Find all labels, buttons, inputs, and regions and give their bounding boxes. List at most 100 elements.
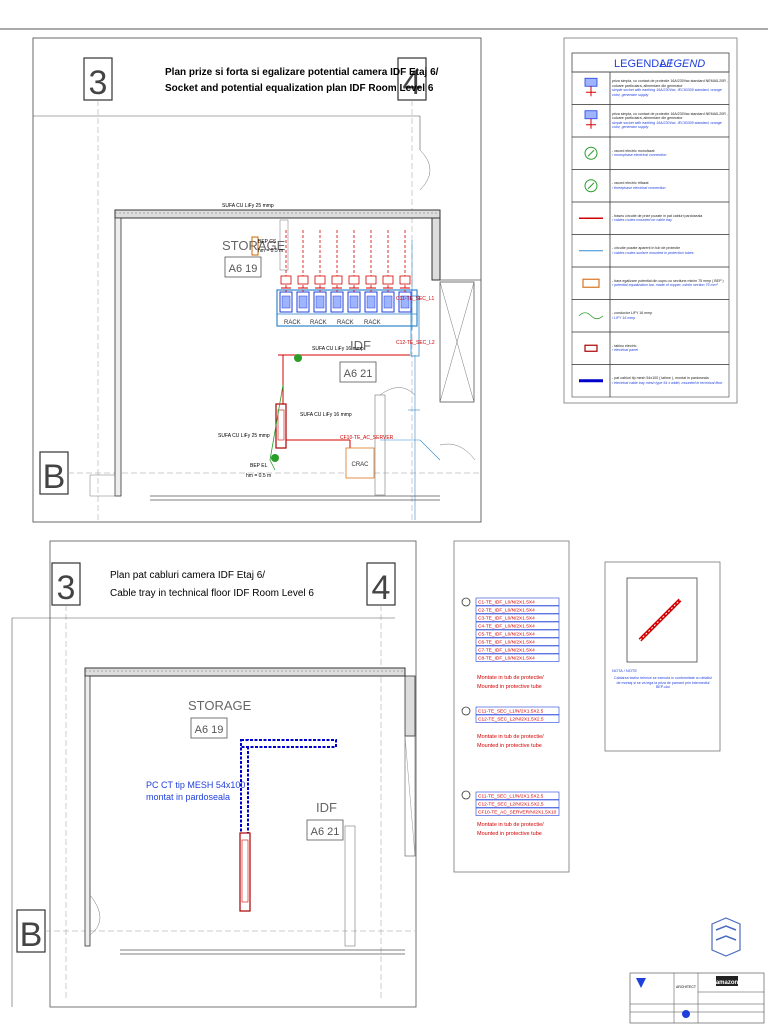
detail-note-title: NOTA / NOTE: [612, 668, 637, 673]
electrical-panel-icon: [584, 344, 598, 352]
socket-generator-icon: [584, 77, 598, 97]
legend-item-text: - racord electric monofazat / monophase …: [612, 148, 667, 158]
storage-code: A6 19: [229, 263, 258, 275]
socket-icon: [280, 275, 292, 285]
circuit-cf10-label: CF10-TE_AC_SERVER: [340, 435, 394, 441]
socket-icon: [331, 275, 343, 285]
cable-label-box: [475, 653, 560, 662]
cable-note-en-2: Mounted in protective tube: [477, 743, 542, 749]
detail-note-text: Cablarea tavilor tehnice se executa in c…: [614, 676, 712, 690]
lify-conductor-icon: [578, 312, 604, 320]
idf-label: IDF: [350, 338, 371, 353]
legend-title-en: LEGEND: [660, 58, 705, 70]
bep-el-height: hm = 0.5 m: [246, 473, 271, 479]
legend-item-text: - traseu circuite de prize pozate in pat…: [612, 213, 703, 223]
socket-plan-level6: 3 4 B Plan prize si forta si egalizare p…: [32, 37, 482, 523]
architect-label: ARCHITECT: [676, 985, 697, 989]
plan2-grid-axis-3: 3: [57, 569, 76, 607]
socket-icon: [348, 275, 360, 285]
cable-tray-plan-level6: 3 4 B Plan pat cabluri camera IDF Etaj 6…: [11, 540, 417, 1008]
sufa-idf-label: SUFA CU LiFy 16 mmp: [312, 346, 364, 352]
grid-axis-4: 4: [403, 64, 422, 102]
plan2-grid-axis-4: 4: [372, 569, 391, 607]
legend-item-text: - bara egalizare potential din cupru cu …: [612, 278, 724, 288]
legend-item-text: - pat cabluri tip mesh 54x100 ( latime )…: [612, 376, 723, 385]
rack-label-3: RACK: [337, 320, 354, 326]
cable-label: C7-TE_IDF_L0/N/2X1.5X4: [478, 648, 535, 654]
cable-label: C3-TE_IDF_L0/N/2X1.5X4: [478, 616, 535, 622]
socket-icon: [399, 275, 411, 285]
cable-note-en-1: Mounted in protective tube: [477, 684, 542, 690]
legend-item-text: - tablou electric / electrical panel: [612, 343, 638, 353]
tray-spec-line2: montat in pardoseala: [146, 792, 230, 802]
grid-axis-3: 3: [89, 64, 108, 102]
cable-label-box: [475, 605, 560, 614]
cable-list-panel: C1-TE_IDF_L0/N/2X1.5X4C2-TE_IDF_L0/N/2X1…: [453, 540, 570, 873]
cable-label-box: [475, 629, 560, 638]
legend-title-ro: LEGENDA /: [614, 58, 673, 70]
sufa-low-label: SUFA CU LiFy 25 mmp: [218, 433, 270, 439]
cable-label: C2-TE_IDF_L0/N/2X1.5X4: [478, 608, 535, 614]
cable-label: C4-TE_IDF_L0/N/2X1.5X4: [478, 624, 535, 630]
cable-group-2: C11-TE_SEC_L1/N/2X1.5X2.5C12-TE_SEC_L2/N…: [475, 706, 560, 723]
cable-label: CF10-TE_AC_SERVER/N/2X1.5X10: [478, 810, 557, 816]
cable-label-box: [475, 597, 560, 606]
cable-group-3: C11-TE_SEC_L1/N/2X1.5X2.5C12-TE_SEC_L2/N…: [475, 791, 560, 816]
circuit-c12-label: C12-TE_SEC_L2: [396, 340, 435, 346]
socket-icon: [365, 275, 377, 285]
rack-label-4: RACK: [364, 320, 381, 326]
client-logo: amazon: [716, 980, 739, 986]
legend-item-text: - racord electric trifazat / threephase …: [612, 181, 666, 190]
crac-unit: CRAC: [351, 462, 369, 468]
plan2-grid-axis-b: B: [20, 916, 43, 954]
plan1-title-ro: Plan prize si forta si egalizare potenti…: [165, 67, 439, 78]
bep-cs-label: BEP CS: [258, 239, 277, 245]
cable-label-box: [475, 791, 560, 800]
legend-item-text: priza simpla, cu contact de protectie 16…: [612, 79, 728, 97]
storage-label: STORAGE: [222, 238, 286, 253]
legend-panel: LEGENDA / LEGEND priza simpla, cu contac…: [563, 37, 738, 404]
cable-label-box: [475, 799, 560, 808]
tray-spec-line1: PC CT tip MESH 54x100: [146, 780, 245, 790]
socket-generator-icon: [584, 110, 598, 129]
title-block: ARCHITECT amazon: [629, 972, 765, 1024]
threephase-connection-icon: [584, 179, 598, 193]
socket-row: [280, 230, 411, 292]
cable-label: C1-TE_IDF_L0/N/2X1.5X4: [478, 600, 535, 606]
cable-label-box: [475, 645, 560, 654]
plan2-title-ro: Plan pat cabluri camera IDF Etaj 6/: [110, 570, 265, 581]
cable-label: C11-TE_SEC_L1/N/2X1.5X2.5: [478, 709, 544, 715]
rack-label-1: RACK: [284, 320, 301, 326]
cable-group-1: C1-TE_IDF_L0/N/2X1.5X4C2-TE_IDF_L0/N/2X1…: [475, 597, 560, 662]
cable-label-box: [475, 613, 560, 622]
socket-icon: [297, 275, 309, 285]
plan2-storage-label: STORAGE: [188, 698, 252, 713]
rack-row: [279, 291, 412, 313]
circuit-c11-label: C11-TE_SEC_L1: [396, 296, 434, 302]
cable-note-en-3: Mounted in protective tube: [477, 831, 542, 837]
cable-label: C12-TE_SEC_L2/N/2X1.5X2.5: [478, 802, 544, 808]
rack-label-2: RACK: [310, 320, 327, 326]
cable-label: C8-TE_IDF_L0/N/2X1.5X4: [478, 656, 535, 662]
legend-item-text: priza simpla, cu contact de protectie 16…: [612, 111, 728, 130]
detail-panel: NOTA / NOTE Cablarea tavilor tehnice se …: [604, 561, 721, 752]
cable-note-ro-2: Montate in tub de protectie/: [477, 734, 544, 740]
plan1-title-en: Socket and potential equalization plan I…: [165, 83, 434, 94]
socket-icon: [314, 275, 326, 285]
cable-label: C6-TE_IDF_L0/N/2X1.5X4: [478, 640, 535, 646]
plan2-title-en: Cable tray in technical floor IDF Room L…: [110, 588, 314, 599]
cable-label-box: [475, 807, 560, 816]
plan2-idf-code: A6 21: [311, 826, 340, 838]
bep-el-label: BEP EL: [250, 463, 268, 469]
plan2-idf-label: IDF: [316, 800, 337, 815]
cable-label: C5-TE_IDF_L0/N/2X1.5X4: [478, 632, 535, 638]
socket-icon: [382, 275, 394, 285]
bep-cs-height: hm = 0.5 m: [258, 248, 283, 254]
cable-label-box: [475, 706, 560, 715]
cable-label-box: [475, 714, 560, 723]
cable-label: C11-TE_SEC_L1/N/2X1.5X2.5: [478, 794, 544, 800]
cable-label-box: [475, 621, 560, 630]
sufa-mid-label: SUFA CU LiFy 16 mmp: [300, 412, 352, 418]
cable-label: C12-TE_SEC_L2/N/2X1.5X2.5: [478, 717, 544, 723]
